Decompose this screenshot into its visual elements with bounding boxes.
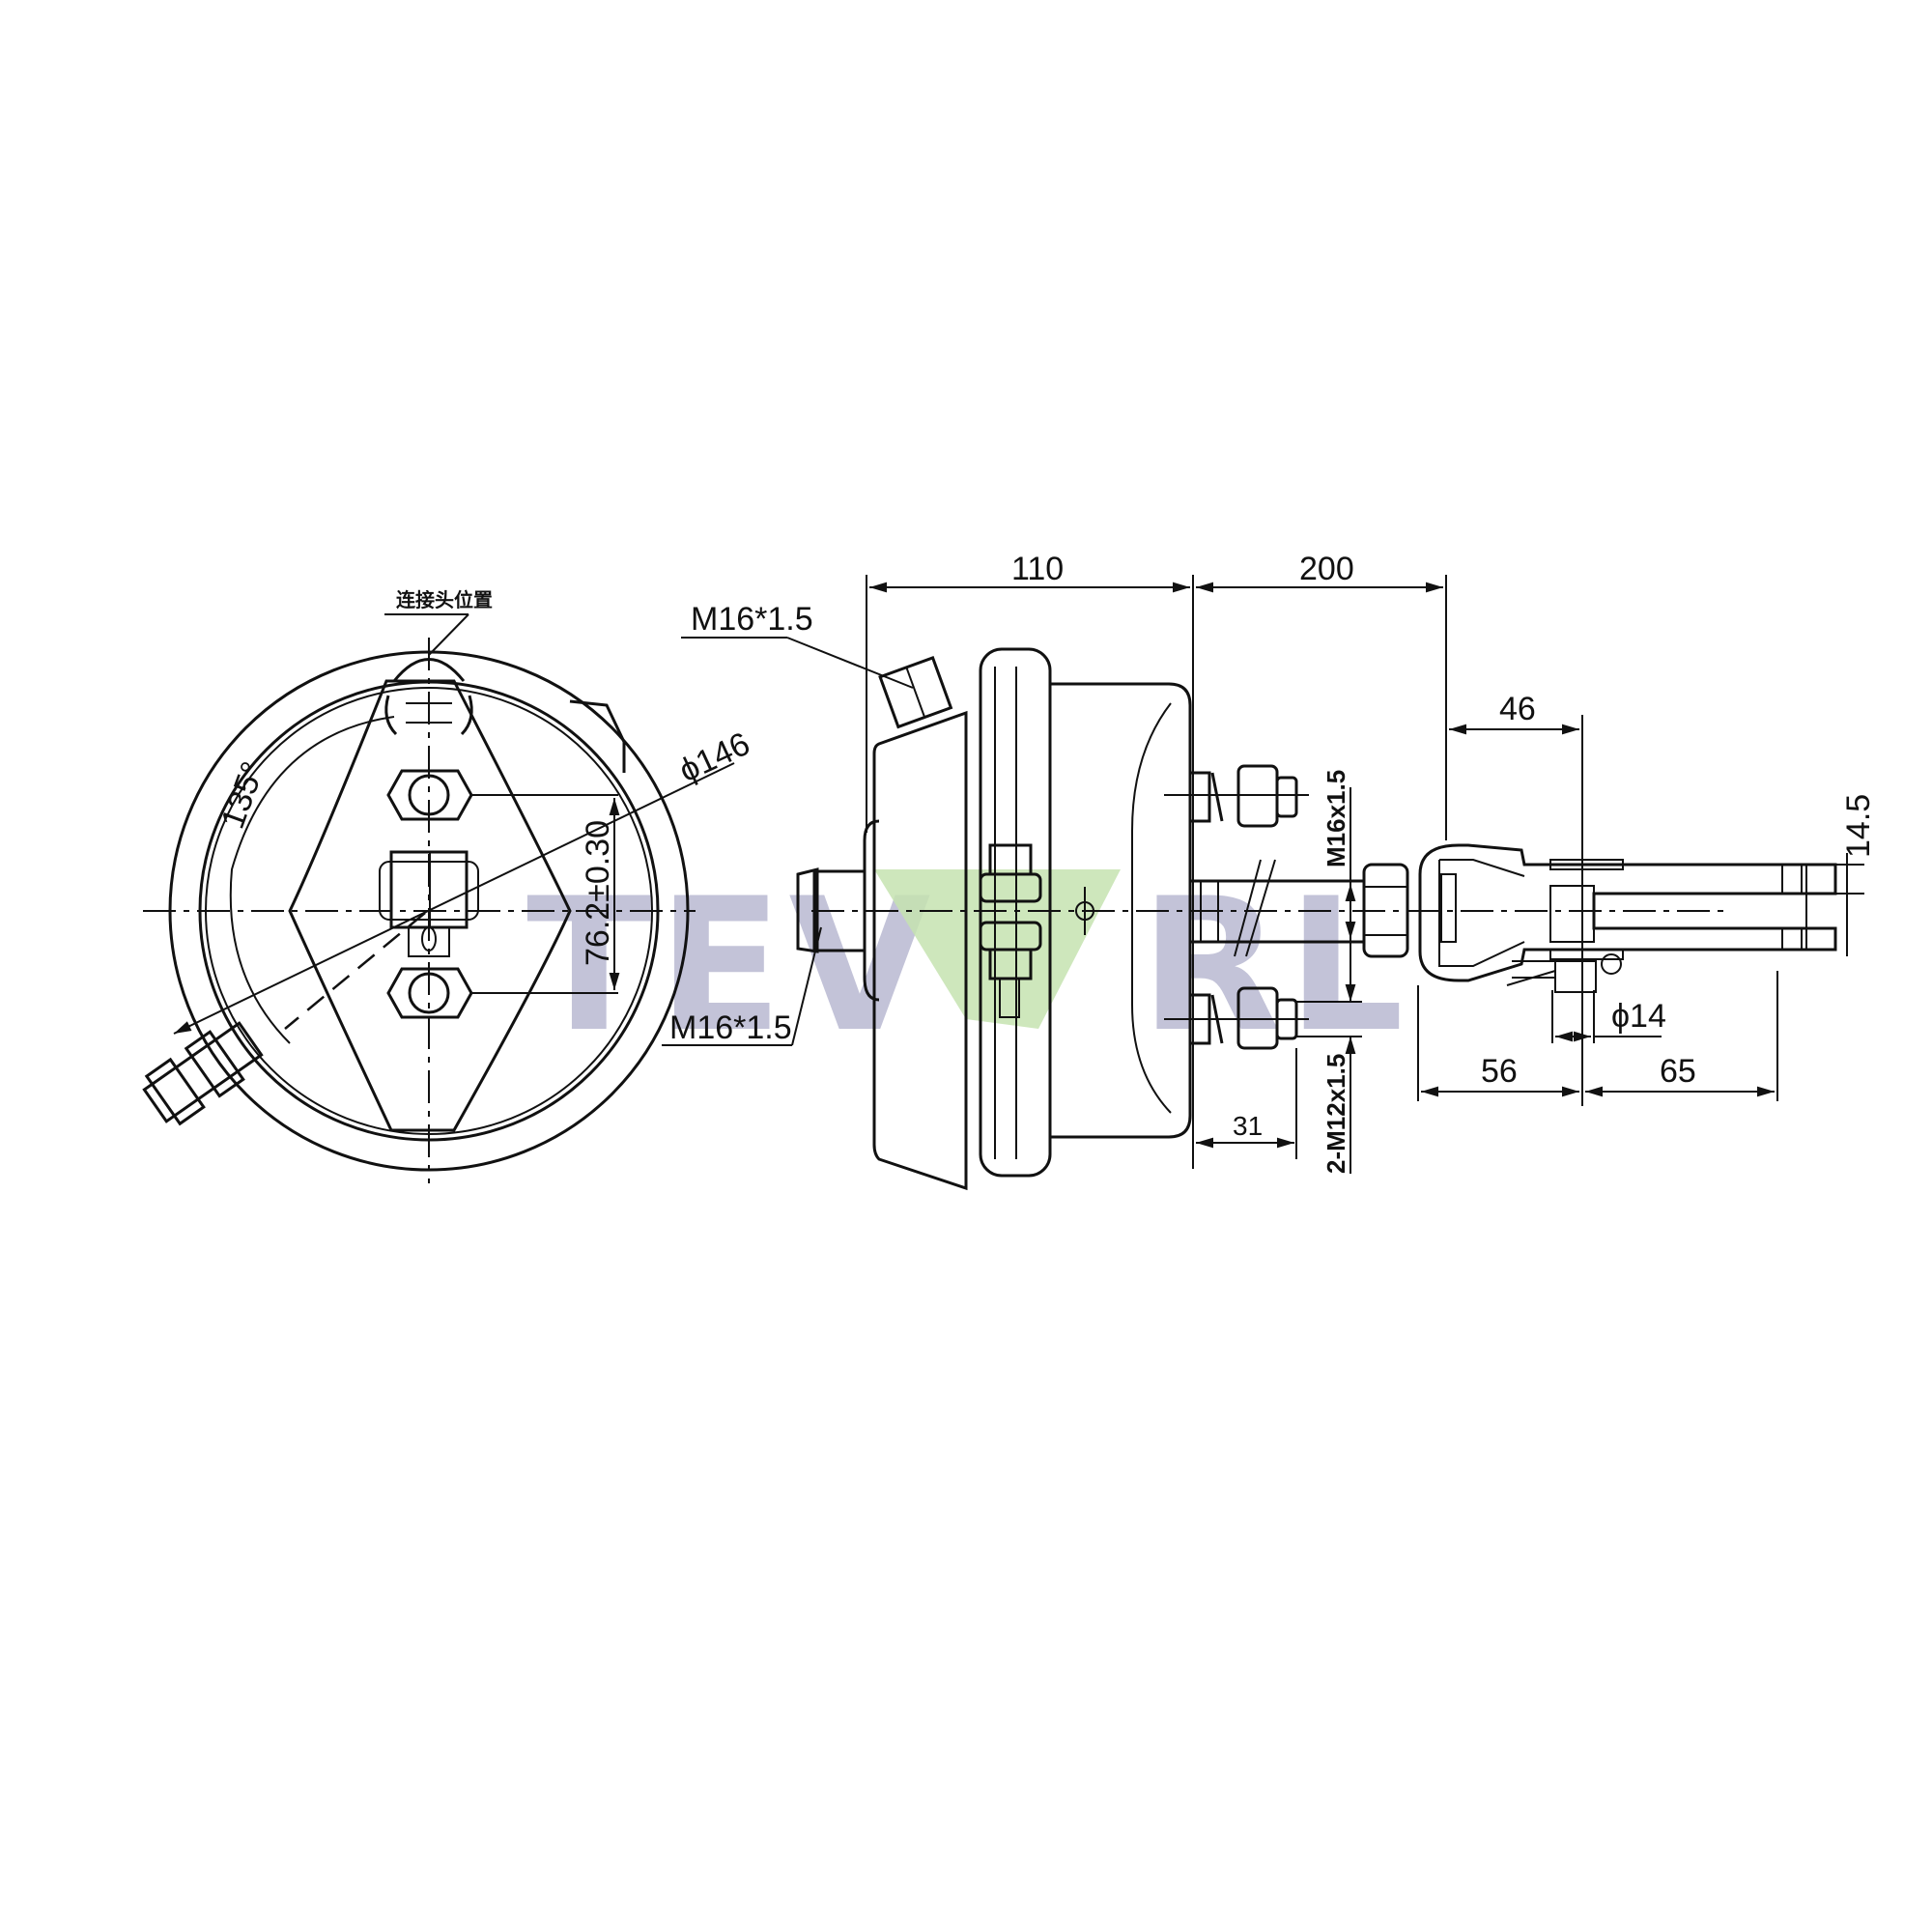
connector-position-label: 连接头位置	[396, 588, 493, 611]
dim-56-label: 56	[1481, 1053, 1518, 1090]
stud-length-label: 31	[1233, 1111, 1263, 1141]
stud-thread-label: 2-M12x1.5	[1321, 1054, 1350, 1174]
bolt-spacing-label: 76.2±0.30	[580, 820, 616, 966]
top-port-label: M16*1.5	[691, 601, 813, 638]
rear-port-label: M16*1.5	[669, 1009, 792, 1046]
dim-46-label: 46	[1499, 691, 1536, 727]
stud-top	[1164, 764, 1309, 828]
dim-14-5-label: 14.5	[1840, 794, 1877, 858]
pin-diameter-label: ϕ14	[1611, 998, 1666, 1035]
diameter-label: ϕ146	[673, 725, 755, 789]
watermark-right-text: RL	[1140, 859, 1409, 1072]
rod-thread-label: M16x1.5	[1321, 770, 1350, 867]
clevis-view: 46 14.5 ϕ14 56 65	[1417, 691, 1877, 1106]
stud-bottom	[1164, 986, 1309, 1050]
rod-length-label: 200	[1299, 551, 1354, 587]
body-length-label: 110	[1011, 551, 1064, 587]
angle-label: 135°	[214, 757, 272, 834]
side-view: 110 200 M16*1.5 M16*1.5 M16x1.5 2-M12x1.…	[662, 551, 1729, 1191]
dim-65-label: 65	[1660, 1053, 1696, 1090]
